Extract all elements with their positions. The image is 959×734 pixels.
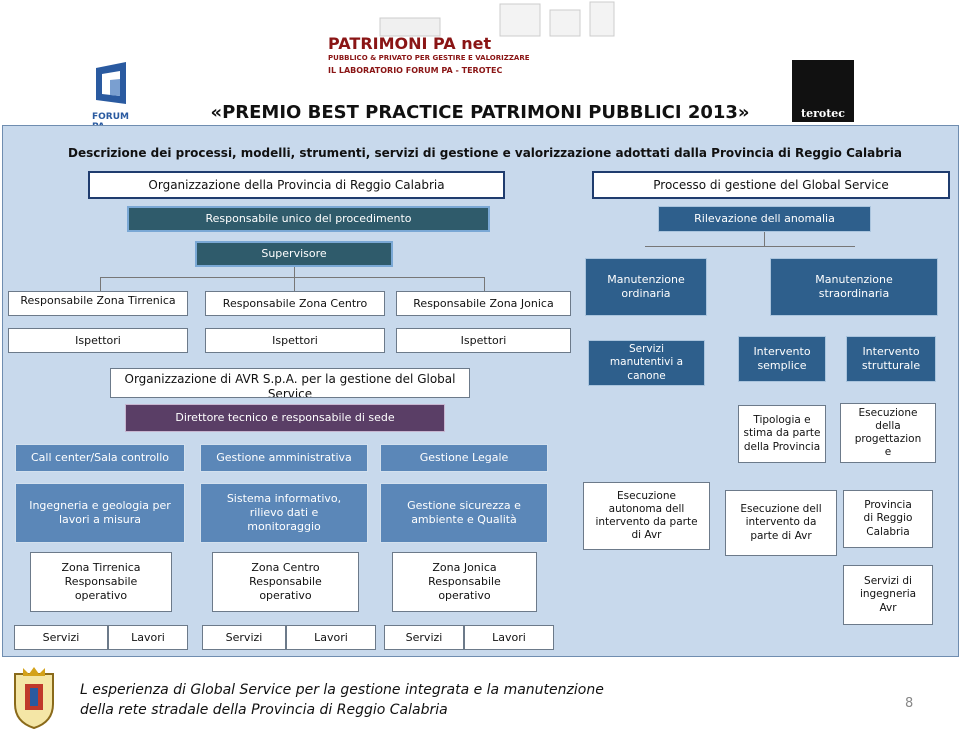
call-center-box: Call center/Sala controllo	[15, 444, 185, 472]
lavori-tirrenica: Lavori	[108, 625, 188, 650]
provincia-crest-icon	[5, 664, 63, 730]
servizi-ingegneria-box: Servizi di ingegneria Avr	[843, 565, 933, 625]
sistema-informativo-box: Sistema informativo, rilievo dati e moni…	[200, 483, 368, 543]
connector-line	[100, 277, 101, 291]
ispettori-jonica: Ispettori	[396, 328, 571, 353]
forum-pa-logo: FORUM PA	[92, 60, 144, 132]
page-title: «PREMIO BEST PRACTICE PATRIMONI PUBBLICI…	[210, 102, 750, 123]
responsabile-zona-tirrenica: Responsabile Zona Tirrenica	[8, 291, 188, 316]
banner-subtitle-1: PUBBLICO & PRIVATO PER GESTIRE E VALORIZ…	[328, 54, 530, 62]
servizi-centro: Servizi	[202, 625, 286, 650]
banner-subtitle-2: IL LABORATORIO FORUM PA - TEROTEC	[328, 66, 503, 75]
zona-centro-operativo: Zona Centro Responsabile operativo	[212, 552, 359, 612]
servizi-canone-box: Servizi manutentivi a canone	[588, 340, 705, 386]
esecuzione-intervento-box: Esecuzione dell intervento da parte di A…	[725, 490, 837, 556]
process-title: Processo di gestione del Global Service	[592, 171, 950, 199]
connector-line	[484, 277, 485, 291]
rilevazione-anomalia-box: Rilevazione dell anomalia	[658, 206, 871, 232]
terotec-logo: terotec	[792, 60, 854, 122]
connector-line	[645, 246, 855, 247]
provincia-rc-box: Provincia di Reggio Calabria	[843, 490, 933, 548]
terotec-logo-text: terotec	[801, 107, 845, 120]
ispettori-tirrenica: Ispettori	[8, 328, 188, 353]
manutenzione-straordinaria-box: Manutenzione straordinaria	[770, 258, 938, 316]
gestione-sicurezza-box: Gestione sicurezza e ambiente e Qualità	[380, 483, 548, 543]
supervisore-box: Supervisore	[195, 241, 393, 267]
banner-title: PATRIMONI PA net	[328, 34, 492, 53]
connector-line	[294, 267, 295, 291]
skyline-icon	[379, 1, 615, 37]
lavori-jonica: Lavori	[464, 625, 554, 650]
esecuzione-progettazione-box: Esecuzione della progettazion e	[840, 403, 936, 463]
zona-tirrenica-operativo: Zona Tirrenica Responsabile operativo	[30, 552, 172, 612]
tipologia-stima-box: Tipologia e stima da parte della Provinc…	[738, 405, 826, 463]
responsabile-unico-box: Responsabile unico del procedimento	[127, 206, 490, 232]
footer-caption-line1: L esperienza di Global Service per la ge…	[80, 682, 604, 698]
zona-jonica-operativo: Zona Jonica Responsabile operativo	[392, 552, 537, 612]
intervento-semplice-box: Intervento semplice	[738, 336, 826, 382]
description-title: Descrizione dei processi, modelli, strum…	[68, 146, 902, 160]
org-provincia-title: Organizzazione della Provincia di Reggio…	[88, 171, 505, 199]
page-number: 8	[905, 696, 914, 711]
responsabile-zona-centro: Responsabile Zona Centro	[205, 291, 385, 316]
connector-line	[764, 232, 765, 246]
ispettori-centro: Ispettori	[205, 328, 385, 353]
footer-caption-line2: della rete stradale della Provincia di R…	[80, 702, 448, 718]
intervento-strutturale-box: Intervento strutturale	[846, 336, 936, 382]
org-avr-title: Organizzazione di AVR S.p.A. per la gest…	[110, 368, 470, 398]
patrimoni-pa-banner: PATRIMONI PA net PUBBLICO & PRIVATO PER …	[300, 0, 660, 85]
servizi-tirrenica: Servizi	[14, 625, 108, 650]
gestione-amministrativa-box: Gestione amministrativa	[200, 444, 368, 472]
gestione-legale-box: Gestione Legale	[380, 444, 548, 472]
responsabile-zona-jonica: Responsabile Zona Jonica	[396, 291, 571, 316]
manutenzione-ordinaria-box: Manutenzione ordinaria	[585, 258, 707, 316]
direttore-tecnico-box: Direttore tecnico e responsabile di sede	[125, 404, 445, 432]
ingegneria-geologia-box: Ingegneria e geologia per lavori a misur…	[15, 483, 185, 543]
esecuzione-autonoma-box: Esecuzione autonoma dell intervento da p…	[583, 482, 710, 550]
connector-line	[100, 277, 485, 278]
lavori-centro: Lavori	[286, 625, 376, 650]
servizi-jonica: Servizi	[384, 625, 464, 650]
